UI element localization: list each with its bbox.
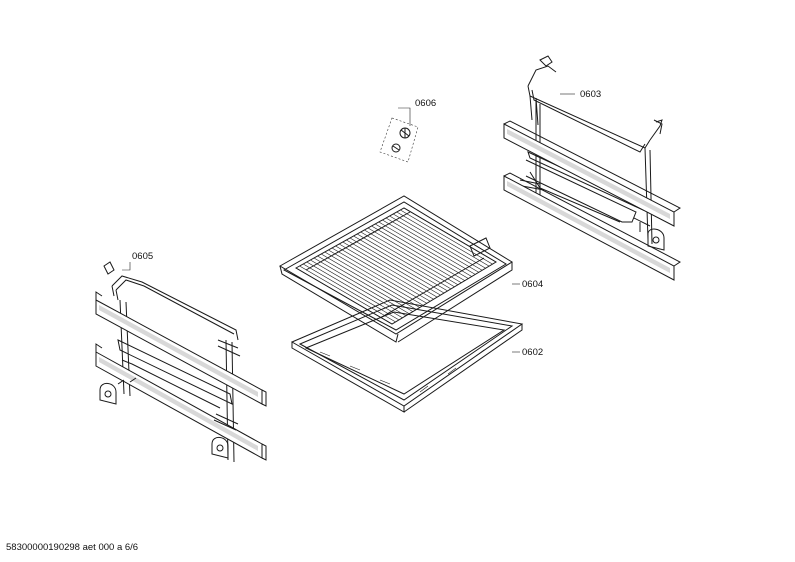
shelf-wire-bar: [324, 251, 420, 308]
clip-part-0606: [379, 107, 419, 163]
part-label-0602: 0602: [522, 347, 544, 358]
left-side-rack-0605: [95, 261, 267, 463]
shelf-wire-bar: [360, 231, 455, 288]
shelf-wire-bar: [389, 215, 483, 271]
wire-shelf-grid-0604: [278, 195, 520, 343]
shelf-wire-bar: [303, 263, 400, 321]
shelf-wire-bar: [331, 247, 427, 304]
part-label-0604: 0604: [522, 279, 544, 290]
shelf-wire-bar: [364, 229, 459, 285]
shelf-wire-bar: [378, 221, 472, 277]
shelf-wire-bar: [317, 255, 413, 312]
shelf-wire-bar: [353, 235, 448, 292]
shelf-wire-bar: [335, 245, 431, 302]
shelf-wire-bar: [346, 239, 441, 296]
part-label-0603: 0603: [580, 89, 602, 100]
shelf-wire-bar: [339, 243, 434, 300]
part-label-0606: 0606: [415, 98, 437, 109]
shelf-wire-bar: [299, 265, 396, 323]
shelf-wire-bar: [310, 259, 407, 316]
shelf-wire-bar: [396, 211, 490, 267]
document-footer: 58300000190298 aet 000 a 6/6: [6, 542, 139, 553]
part-label-0605: 0605: [132, 251, 154, 262]
shelf-wire-bar: [393, 213, 486, 269]
shelf-wire-bar: [371, 225, 465, 281]
shelf-wire-bar: [306, 261, 403, 319]
shelf-wire-bar: [342, 241, 438, 298]
shelf-wire-bar: [385, 217, 479, 273]
shelf-wire-bar: [382, 219, 476, 275]
shelf-wire-bar: [328, 249, 424, 306]
shelf-wire-bar: [375, 223, 469, 279]
right-side-rack-0603: [503, 55, 681, 281]
shelf-wire-bar: [321, 253, 417, 310]
baking-tray-0602: [290, 299, 524, 413]
shelf-wire-bar: [403, 207, 497, 263]
shelf-wire-bar: [357, 233, 452, 290]
shelf-wire-bar: [313, 257, 410, 314]
shelf-wire-bar: [295, 267, 393, 325]
shelf-wire-bar: [367, 227, 462, 283]
shelf-wire-bar: [400, 209, 493, 265]
shelf-wire-bar: [349, 237, 445, 294]
